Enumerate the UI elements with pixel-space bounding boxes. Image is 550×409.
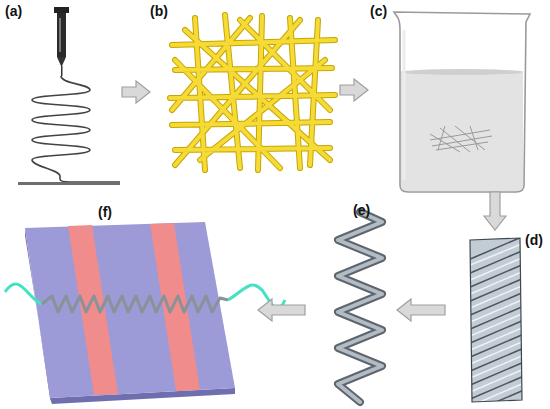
panel-label: (b): [150, 3, 168, 19]
figure-panel: (d): [445, 230, 545, 406]
panel-label: (d): [525, 232, 543, 248]
flow-arrow: [340, 79, 368, 101]
figure-panel: (a): [0, 0, 122, 192]
beaker: [394, 12, 530, 192]
syringe-printing: [18, 7, 120, 185]
panel-label: (f): [98, 204, 112, 220]
panel-label: (a): [5, 3, 22, 19]
helical-yarn: [338, 212, 382, 402]
figure-panel: (e): [305, 200, 397, 408]
panel-label: (c): [370, 3, 387, 19]
fiber-mesh: [170, 15, 335, 170]
figure-panel: (b): [150, 0, 340, 192]
flow-arrow: [122, 81, 150, 103]
twisted-yarn: [468, 236, 524, 409]
figure-panel: (c): [368, 0, 546, 192]
flow-arrow: [258, 299, 305, 321]
flow-arrow: [484, 192, 506, 230]
panel-label: (e): [353, 202, 370, 218]
figure-panel: (f): [20, 200, 258, 406]
flow-arrow: [397, 299, 445, 321]
sensor-device: [5, 222, 285, 404]
